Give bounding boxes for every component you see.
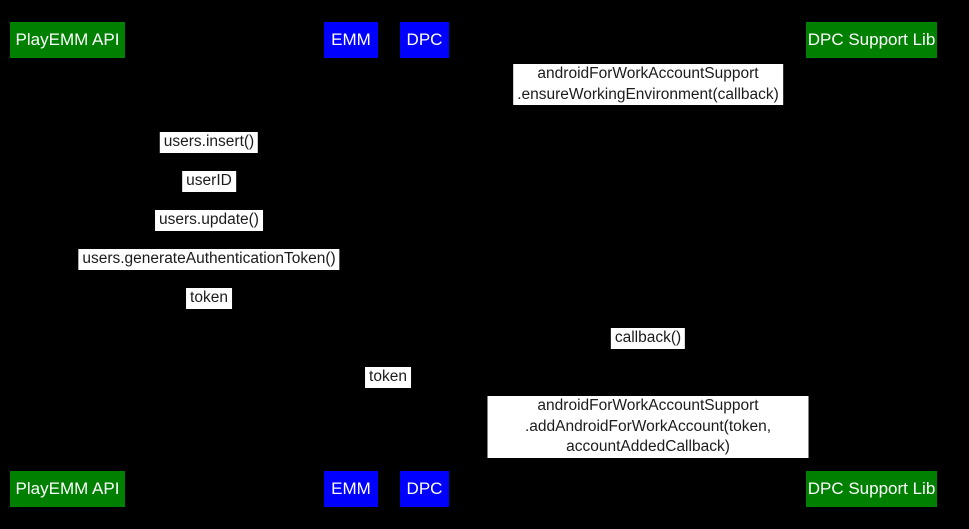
actor-dpc-support-lib-bottom: DPC Support Lib [806,471,937,507]
actor-playemm-api-top: PlayEMM API [10,22,125,58]
message-token-to-emm: token [186,288,232,309]
actor-dpc-bottom: DPC [400,471,449,507]
message-callback: callback() [610,328,686,349]
message-users-insert: users.insert() [159,132,259,153]
actor-emm-top: EMM [324,22,378,58]
actor-dpc-top: DPC [400,22,449,58]
message-token-to-dpc: token [365,367,411,388]
actor-emm-bottom: EMM [324,471,378,507]
actor-dpc-support-lib-top: DPC Support Lib [806,22,937,58]
message-users-update: users.update() [155,210,263,231]
message-generate-authentication-token: users.generateAuthenticationToken() [78,249,340,270]
message-ensure-working-environment: androidForWorkAccountSupport .ensureWork… [513,64,783,105]
message-add-android-for-work-account: androidForWorkAccountSupport .addAndroid… [487,396,809,458]
message-userid: userID [182,171,236,192]
actor-playemm-api-bottom: PlayEMM API [10,471,125,507]
